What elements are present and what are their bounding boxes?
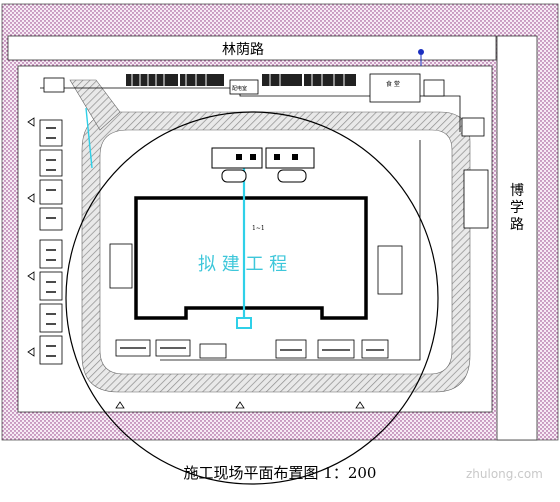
fence-markers	[27, 117, 365, 409]
planned-building-label: 拟 建 工 程	[198, 254, 287, 275]
mixer-2	[277, 169, 307, 183]
west-gate-booth	[43, 77, 65, 93]
power-room	[229, 79, 259, 95]
canteen-annex	[423, 79, 445, 97]
drain-line	[40, 87, 461, 132]
building-tag: 1~1	[252, 225, 265, 232]
south-storage-markings	[120, 347, 384, 351]
west-office-markings	[46, 127, 56, 357]
power-room-label: 配电室	[232, 85, 247, 92]
west-offices	[39, 119, 63, 365]
diagram-caption: 施工现场平面布置图 1：200	[183, 464, 377, 482]
south-storage-row	[115, 339, 389, 359]
crane-radius-circle	[65, 111, 439, 485]
north-sheds	[126, 74, 356, 86]
water-line-west	[85, 107, 93, 169]
west-storage	[109, 243, 133, 289]
mixer-1	[221, 169, 247, 183]
canteen	[369, 73, 421, 103]
canteen-label: 食 堂	[386, 80, 400, 88]
shed-markings	[236, 154, 298, 160]
ring-road-branch-north	[69, 79, 121, 131]
watermark: zhulong.com	[466, 467, 543, 481]
planned-building	[134, 196, 368, 320]
north-road	[7, 35, 497, 61]
drain-line-south	[160, 140, 421, 361]
east-road-label: 博学路	[510, 182, 524, 233]
east-road	[496, 35, 538, 441]
north-sheds-gaps	[131, 74, 345, 86]
east-storage	[377, 245, 403, 295]
east-building	[463, 169, 489, 229]
survey-point	[418, 49, 424, 55]
north-road-label: 林荫路	[222, 42, 264, 58]
east-building-2	[461, 117, 485, 137]
water-tank	[236, 317, 252, 329]
formwork-shed	[265, 147, 315, 169]
